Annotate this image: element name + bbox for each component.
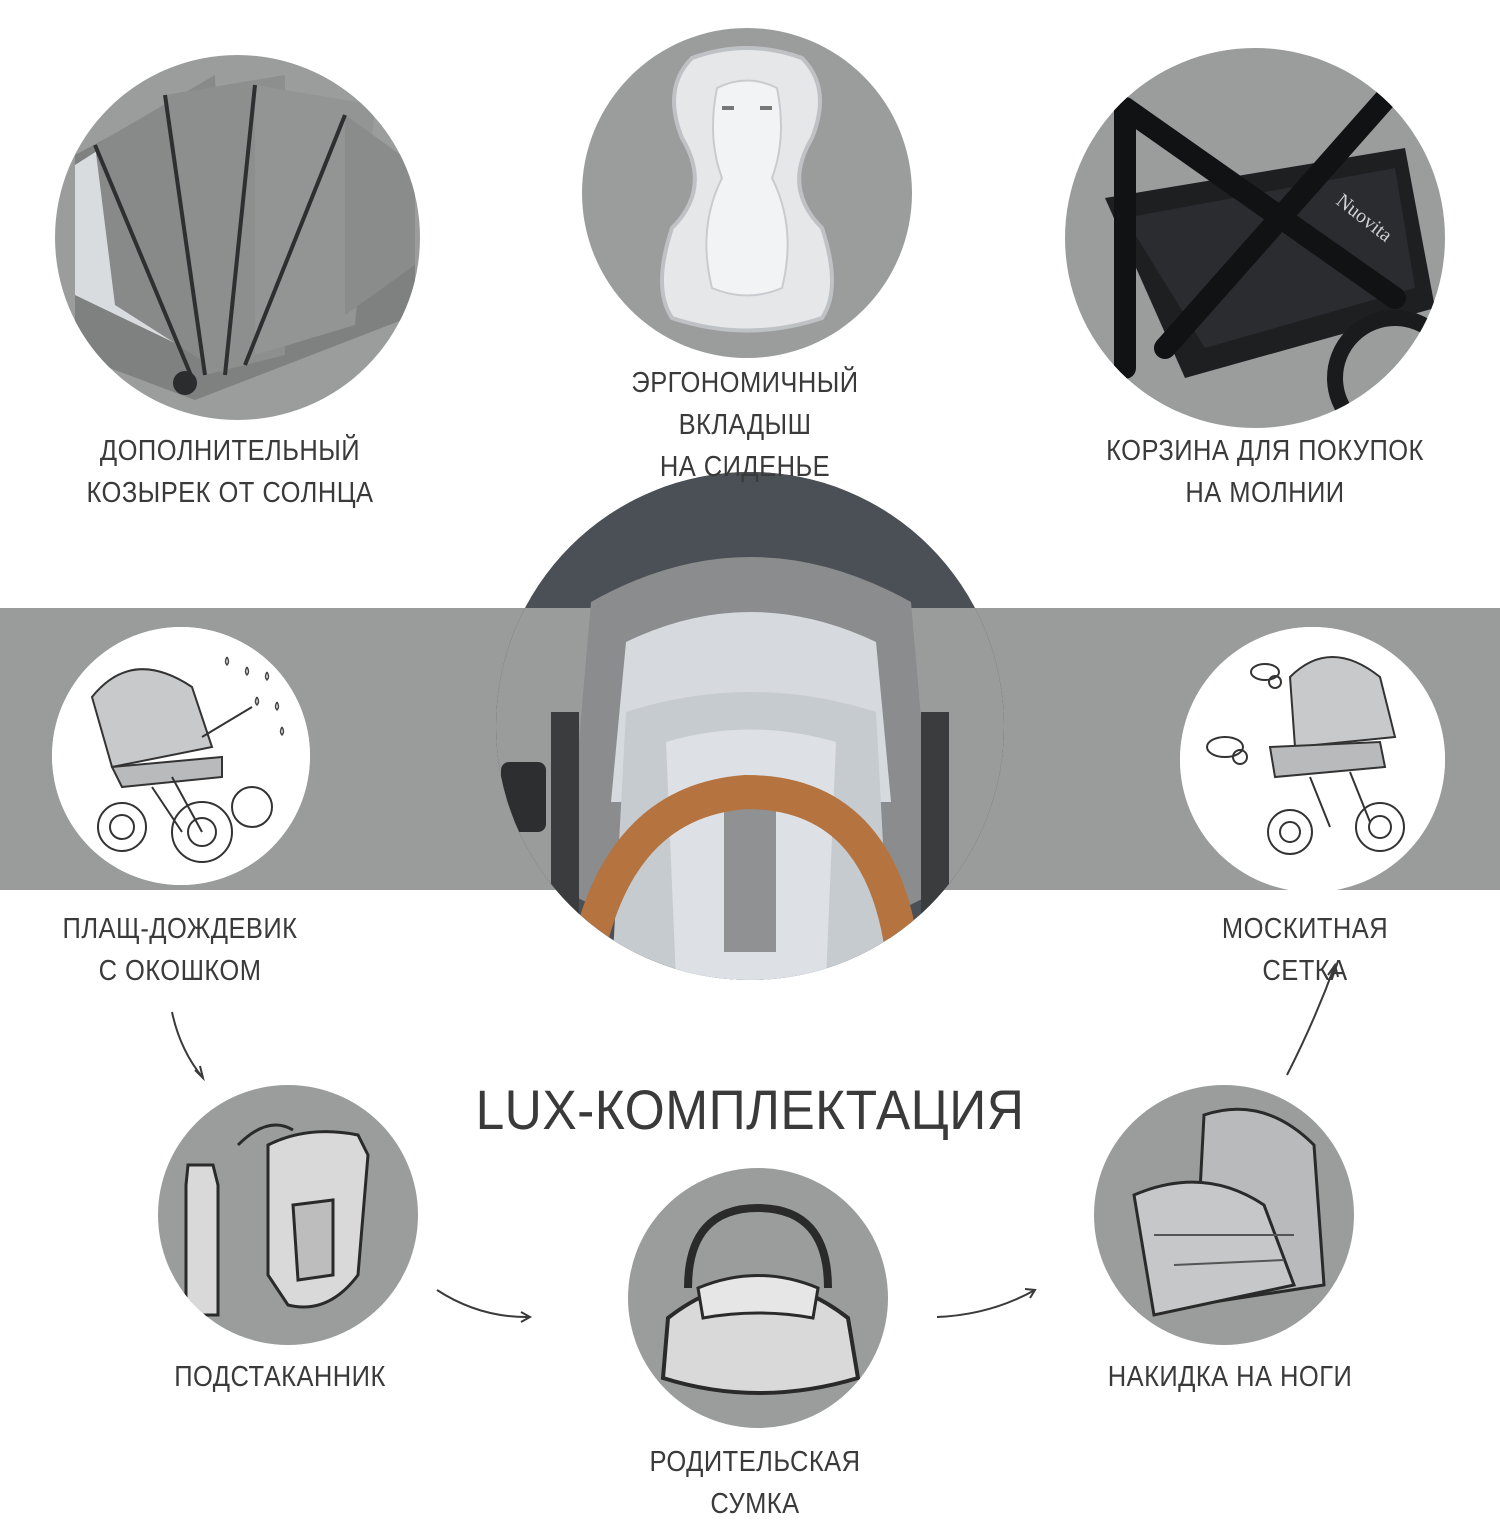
basket-label-line2: НА МОЛНИИ: [1185, 477, 1345, 509]
arrow-raincover-to-cupholder: [171, 1011, 204, 1079]
basket-label: КОРЗИНА ДЛЯ ПОКУПОК НА МОЛНИИ: [1102, 430, 1428, 514]
parent-bag-label: РОДИТЕЛЬСКАЯ СУМКА: [610, 1441, 900, 1525]
basket-image: Nuovita: [1065, 48, 1445, 428]
cup-holder-label-line1: ПОДСТАКАННИК: [174, 1361, 386, 1393]
seat-insert-label: ЭРГОНОМИЧНЫЙ ВКЛАДЫШ НА СИДЕНЬЕ: [573, 362, 916, 488]
footmuff-label-line1: НАКИДКА НА НОГИ: [1107, 1361, 1353, 1393]
arrow-bag-to-footmuff: [936, 1289, 1036, 1318]
mosquito-net-label: МОСКИТНАЯ СЕТКА: [1186, 908, 1424, 992]
basket-label-line1: КОРЗИНА ДЛЯ ПОКУПОК: [1106, 435, 1424, 467]
raincover-label: ПЛАЩ-ДОЖДЕВИК С ОКОШКОМ: [48, 908, 312, 992]
sun-visor-label-line1: ДОПОЛНИТЕЛЬНЫЙ: [99, 435, 361, 467]
sun-visor-label: ДОПОЛНИТЕЛЬНЫЙ КОЗЫРЕК ОТ СОЛНЦА: [80, 430, 379, 514]
parent-bag-image: [628, 1168, 888, 1428]
sun-visor-image: [55, 55, 420, 420]
raincover-image: [52, 627, 310, 885]
cup-holder-image: [158, 1085, 418, 1345]
arrow-cupholder-to-bag: [436, 1289, 531, 1319]
cup-holder-label: ПОДСТАКАННИК: [166, 1356, 395, 1398]
center-stroller-image: [496, 472, 1004, 980]
parent-bag-label-line1: РОДИТЕЛЬСКАЯ СУМКА: [649, 1446, 861, 1520]
seat-insert-label-line2: НА СИДЕНЬЕ: [659, 451, 831, 483]
sun-visor-label-line2: КОЗЫРЕК ОТ СОЛНЦА: [86, 477, 374, 509]
footmuff-label: НАКИДКА НА НОГИ: [1107, 1356, 1353, 1398]
mosquito-net-label-line1: МОСКИТНАЯ СЕТКА: [1221, 913, 1389, 987]
mosquito-net-image: [1180, 627, 1445, 892]
raincover-label-line2: С ОКОШКОМ: [98, 955, 262, 987]
page-title: LUX-КОМПЛЕКТАЦИЯ: [475, 1078, 1025, 1141]
raincover-label-line1: ПЛАЩ-ДОЖДЕВИК: [62, 913, 298, 945]
seat-insert-image: [582, 28, 912, 358]
seat-insert-label-line1: ЭРГОНОМИЧНЫЙ ВКЛАДЫШ: [631, 367, 859, 441]
footmuff-image: [1094, 1085, 1354, 1345]
